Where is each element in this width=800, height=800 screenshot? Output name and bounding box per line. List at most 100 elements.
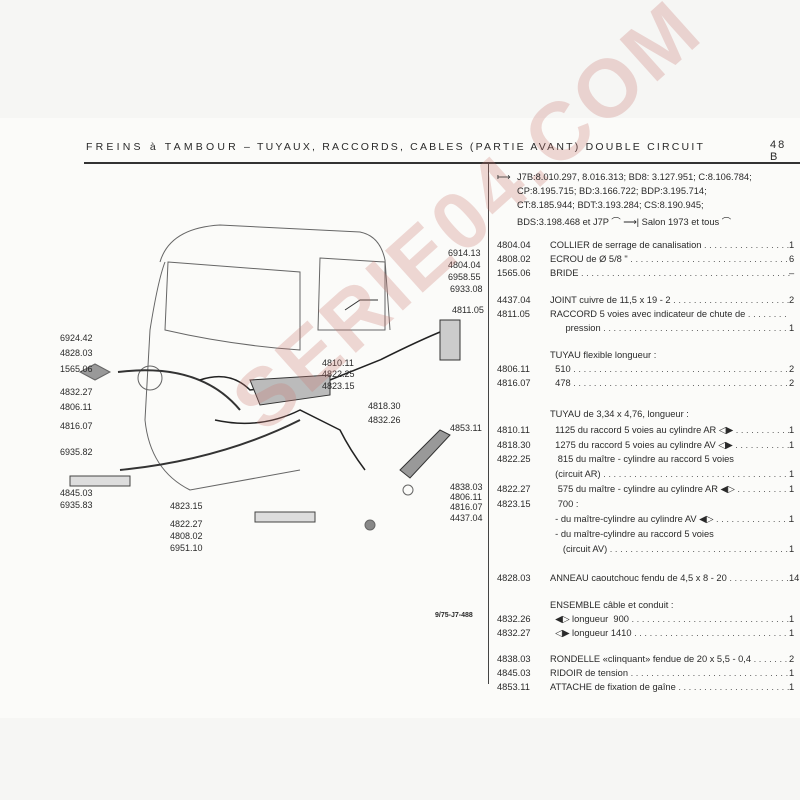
part-description-text: TUYAU flexible longueur : (550, 350, 657, 360)
part-reference: 4828.03 (497, 573, 531, 583)
exploded-brake-diagram (69, 224, 461, 531)
part-quantity: 1 (789, 544, 795, 554)
dot-leader: . . . . . . . . . . . . . . . . . . . . … (581, 268, 790, 278)
part-reference: 4853.11 (497, 682, 530, 692)
callout-label: 4804.04 (448, 260, 481, 270)
part-description-text: TUYAU de 3,34 x 4,76, longueur : (550, 409, 689, 419)
part-reference: 4810.11 (497, 425, 530, 435)
part-description: 1275 du raccord 5 voies au cylindre AV ◁… (550, 440, 790, 451)
callout-label: 4832.26 (368, 415, 401, 425)
part-description: 815 du maître - cylindre au raccord 5 vo… (550, 454, 790, 464)
part-description-text: ◀▷ longueur 900 (550, 614, 629, 624)
headlamp-outline (137, 365, 163, 391)
part-quantity: 1 (789, 484, 795, 494)
part-description: RIDOIR de tension . . . . . . . . . . . … (550, 668, 790, 678)
callout-label: 4832.27 (60, 387, 93, 397)
part-quantity: 2 (789, 378, 795, 388)
dot-leader: . . . . . . . . . . . . . . . . . . . . … (603, 469, 790, 479)
callout-label: 6958.55 (448, 272, 481, 282)
dot-leader: . . . . . . . . . . . . . . . . . . . . … (634, 628, 790, 638)
applicability-line: J7B:8.010.297, 8.016.313; BD8: 3.127.951… (517, 172, 752, 182)
part-quantity: 1 (789, 668, 795, 678)
callout-label: 4823.15 (322, 381, 355, 391)
part-quantity: 1 (789, 628, 795, 638)
part-description-text: ANNEAU caoutchouc fendu de 4,5 x 8 - 20 (550, 573, 727, 583)
part-description: BRIDE . . . . . . . . . . . . . . . . . … (550, 268, 790, 278)
callout-label: 4808.02 (170, 531, 203, 541)
part-description: - du maître-cylindre au cylindre AV ◀▷ .… (550, 514, 790, 525)
callout-label: 6914.13 (448, 248, 481, 258)
dot-leader: . . . . . . . . . . . . . . . . . . . . … (704, 240, 790, 250)
part-reference: 4823.15 (497, 499, 531, 509)
bracket (78, 363, 112, 381)
part-quantity: 6 (789, 254, 795, 264)
callout-label: 4806.11 (450, 492, 482, 502)
part-reference: 4822.27 (497, 484, 531, 494)
part-description-text: 478 (550, 378, 571, 388)
part-description-text: 510 (550, 364, 571, 374)
part-description-text: COLLIER de serrage de canalisation (550, 240, 702, 250)
part-description: (circuit AR) . . . . . . . . . . . . . .… (550, 469, 790, 479)
callout-label: 4806.11 (60, 402, 92, 412)
page-header: FREINS à TAMBOUR – TUYAUX, RACCORDS, CAB… (86, 141, 705, 153)
van-roof-outline (159, 224, 391, 331)
part-description: RACCORD 5 voies avec indicateur de chute… (550, 309, 790, 319)
windscreen-outline (164, 261, 301, 351)
part-reference: 4818.30 (497, 440, 531, 450)
part-description: ECROU de Ø 5/8 " . . . . . . . . . . . .… (550, 254, 790, 264)
part-description-text: - du maître-cylindre au cylindre AV ◀▷ (550, 514, 714, 524)
page-number: 48 B (770, 139, 787, 163)
callout-label: 4816.07 (450, 502, 483, 512)
part-reference: 4832.26 (497, 614, 531, 624)
part-description-text: - du maître-cylindre au raccord 5 voies (550, 529, 714, 539)
part-reference: 4845.03 (497, 668, 531, 678)
callout-label: 4853.11 (450, 423, 482, 433)
part-quantity: 1 (789, 323, 795, 333)
part-description: TUYAU flexible longueur : (550, 350, 790, 360)
dot-leader: . . . . . . . . . . . . . . . . . . . . … (716, 514, 790, 524)
dot-leader: . . . . . . . . . . . . . . . . . . . . … (753, 654, 790, 664)
part-description-text: 815 du maître - cylindre au raccord 5 vo… (550, 454, 734, 464)
callout-label: 4818.30 (368, 401, 401, 411)
part-description-text: RIDOIR de tension (550, 668, 629, 678)
part-quantity: 1 (789, 469, 795, 479)
part-description: JOINT cuivre de 11,5 x 19 - 2 . . . . . … (550, 295, 790, 305)
part-description: (circuit AV) . . . . . . . . . . . . . .… (550, 544, 790, 554)
callout-label: 6935.83 (60, 500, 93, 510)
pipe-union (254, 511, 316, 523)
part-description-text: (circuit AV) (550, 544, 608, 554)
callout-label: 6924.42 (60, 333, 93, 343)
header-rule (84, 162, 800, 164)
callout-label: 4845.03 (60, 488, 93, 498)
part-quantity: 14 (789, 573, 800, 583)
part-description-text: 1275 du raccord 5 voies au cylindre AV ◁… (550, 440, 733, 450)
split-washer (402, 484, 414, 496)
catalog-page (0, 118, 800, 718)
part-quantity: 2 (789, 295, 795, 305)
part-description: ENSEMBLE câble et conduit : (550, 600, 790, 610)
dot-leader: . . . . . . . . . . . . . . . . . . . . … (735, 440, 790, 450)
van-body-outline (144, 261, 301, 491)
master-cylinder (249, 374, 331, 406)
column-divider (488, 164, 489, 684)
callout-label: 4437.04 (450, 513, 483, 523)
part-description: ◁▶ longueur 1410 . . . . . . . . . . . .… (550, 628, 790, 639)
part-description: - du maître-cylindre au raccord 5 voies (550, 529, 790, 539)
part-description: RONDELLE «clinquant» fendue de 20 x 5,5 … (550, 654, 790, 664)
part-quantity: 2 (789, 654, 795, 664)
part-description-text: ◁▶ longueur 1410 (550, 628, 632, 638)
callout-label: 4811.05 (452, 305, 484, 315)
cable-av (119, 419, 301, 471)
part-quantity: 1 (789, 682, 795, 692)
callout-label: 6933.08 (450, 284, 483, 294)
part-description-text: RONDELLE «clinquant» fendue de 20 x 5,5 … (550, 654, 752, 664)
part-description-text: BRIDE (550, 268, 579, 278)
dot-leader: . . . . . . . . . . . . . . . . . . . . … (573, 378, 790, 388)
part-reference: 1565.06 (497, 268, 531, 278)
dot-leader: . . . . . . . . . . . . . . . . . . . . … (573, 364, 790, 374)
dot-leader: . . . . . . . . . . . . . . . . . . . . … (631, 614, 791, 624)
callout-label: 4823.15 (170, 501, 203, 511)
part-reference: 4816.07 (497, 378, 531, 388)
part-reference: 4811.05 (497, 309, 530, 319)
cable-ar (117, 369, 241, 411)
